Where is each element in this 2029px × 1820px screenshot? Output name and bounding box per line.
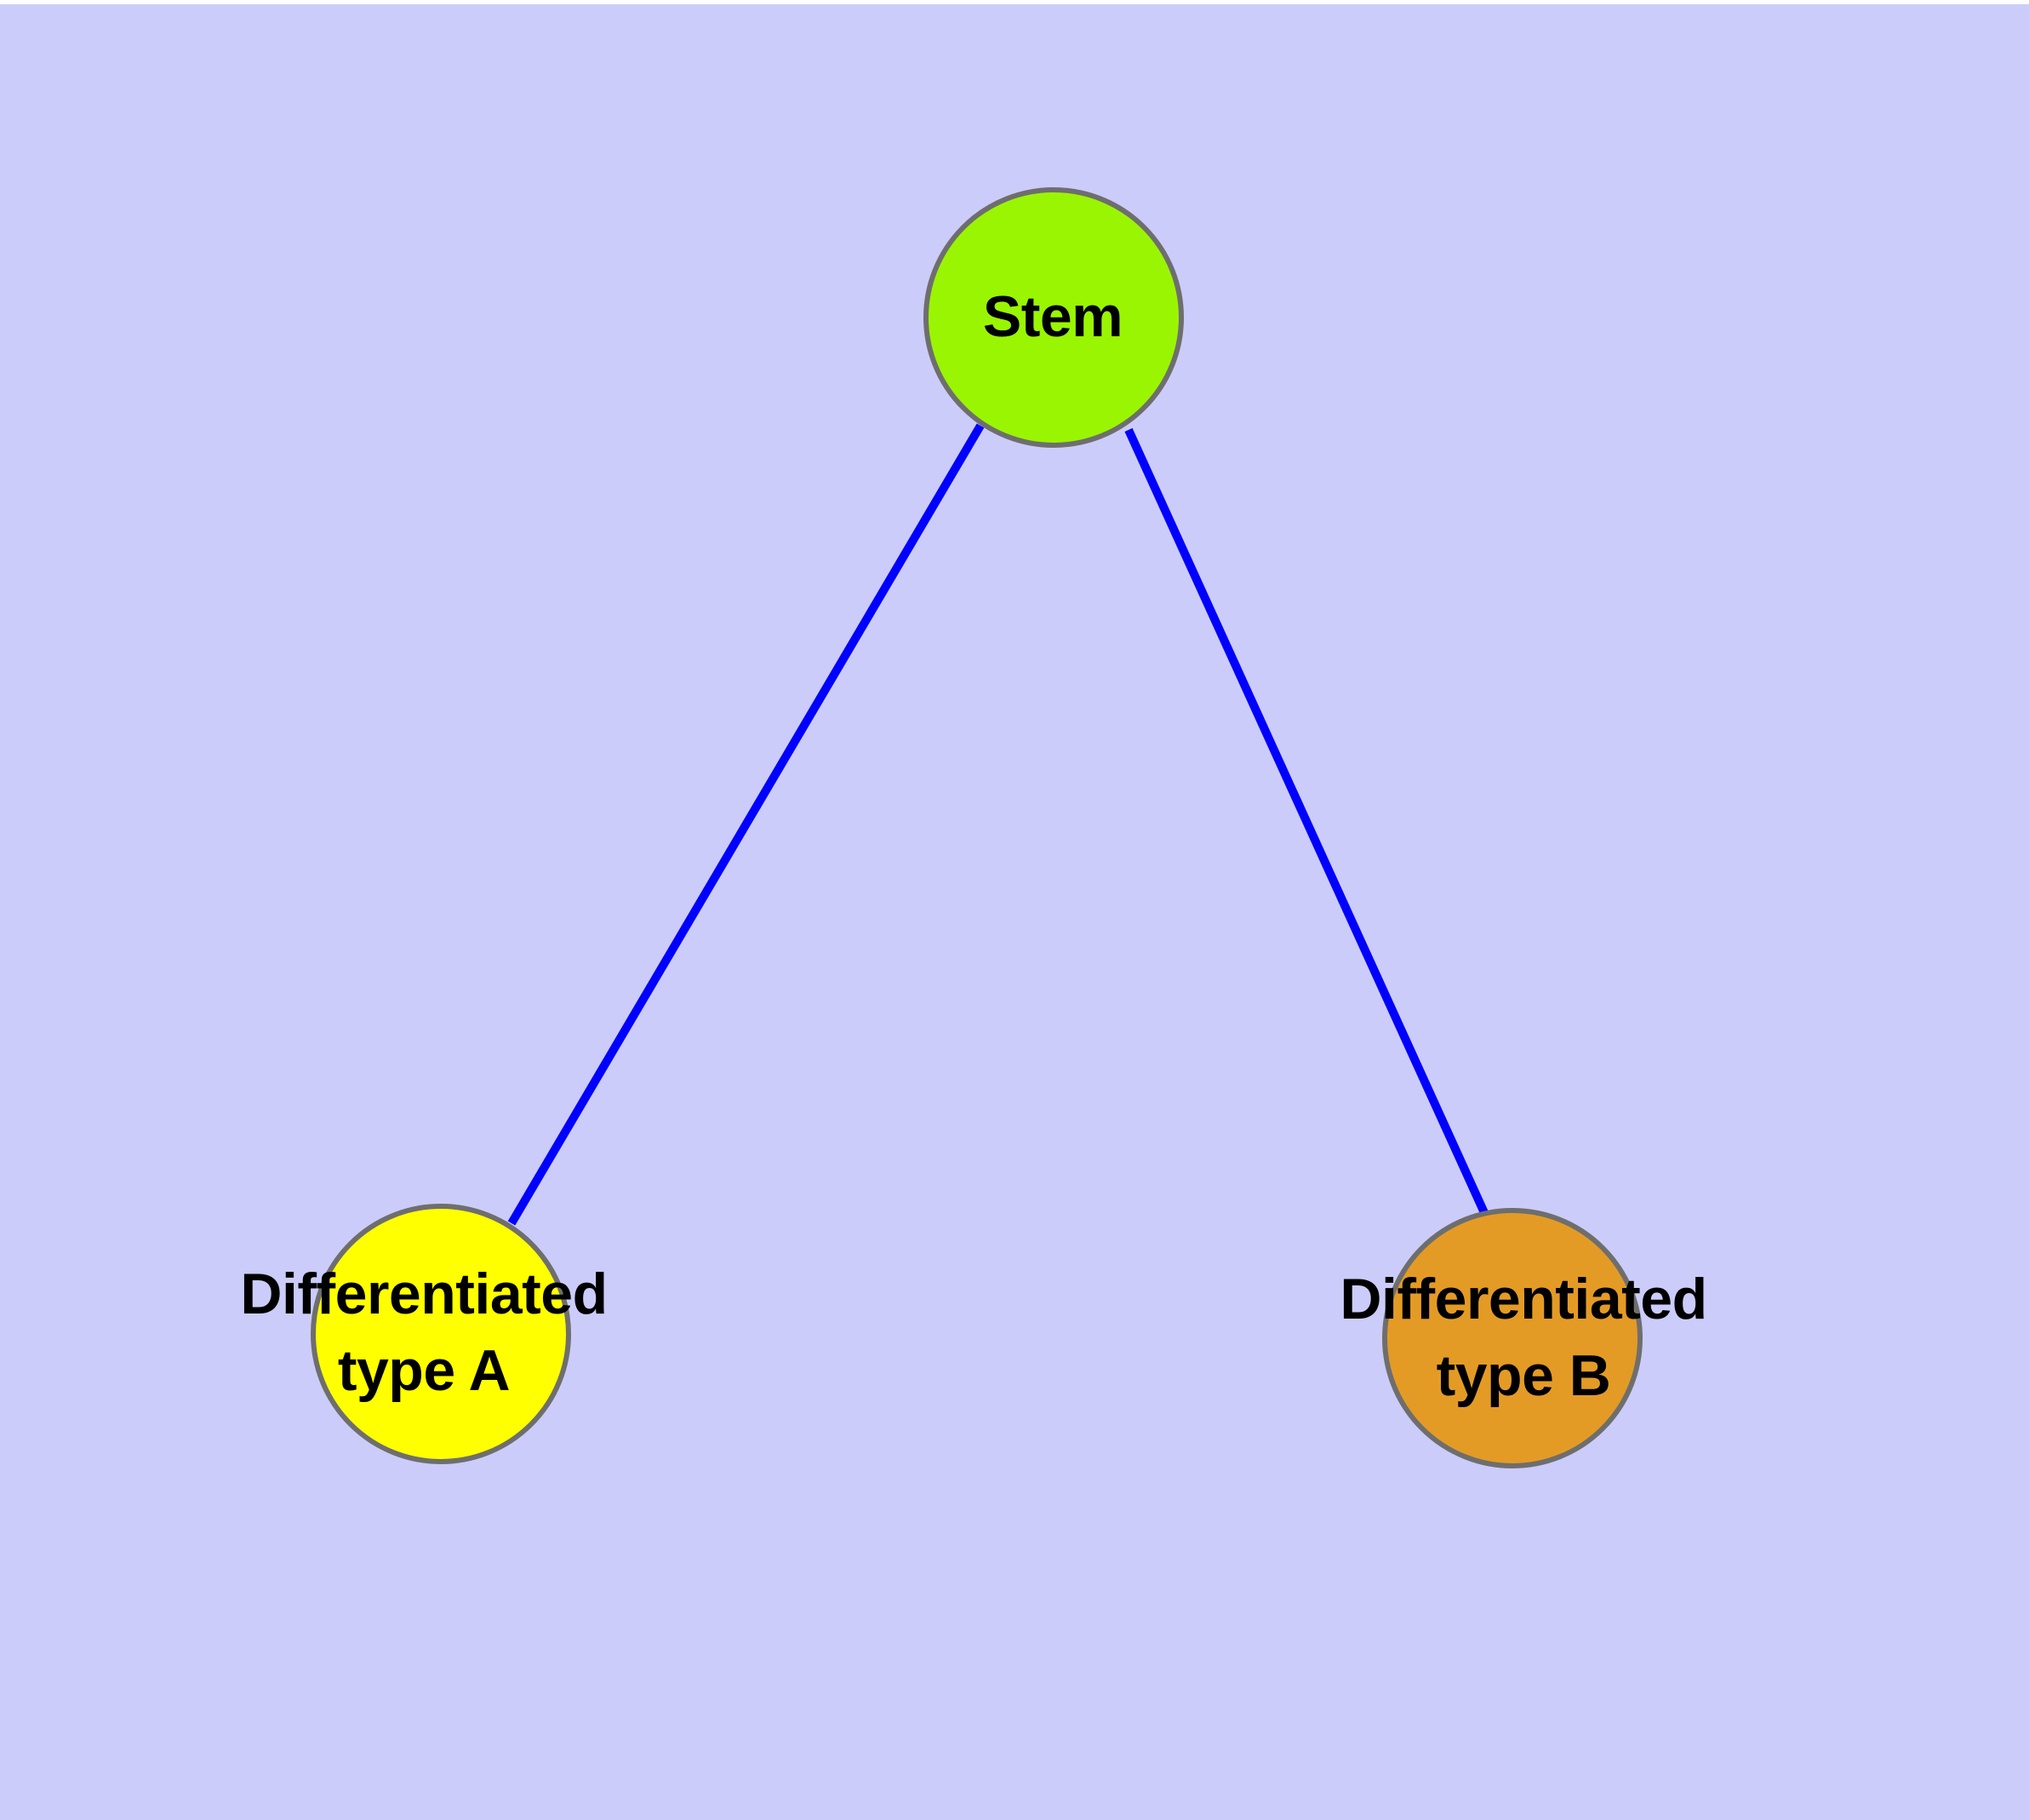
node-differentiated-type-b[interactable] — [1382, 1208, 1643, 1468]
edge-stem-to-differentiated-type-a — [507, 423, 985, 1226]
node-differentiated-type-a[interactable] — [311, 1204, 571, 1464]
edge-stem-to-differentiated-type-b — [1124, 427, 1495, 1228]
top-white-strip — [0, 0, 2029, 4]
node-stem[interactable] — [923, 187, 1184, 448]
